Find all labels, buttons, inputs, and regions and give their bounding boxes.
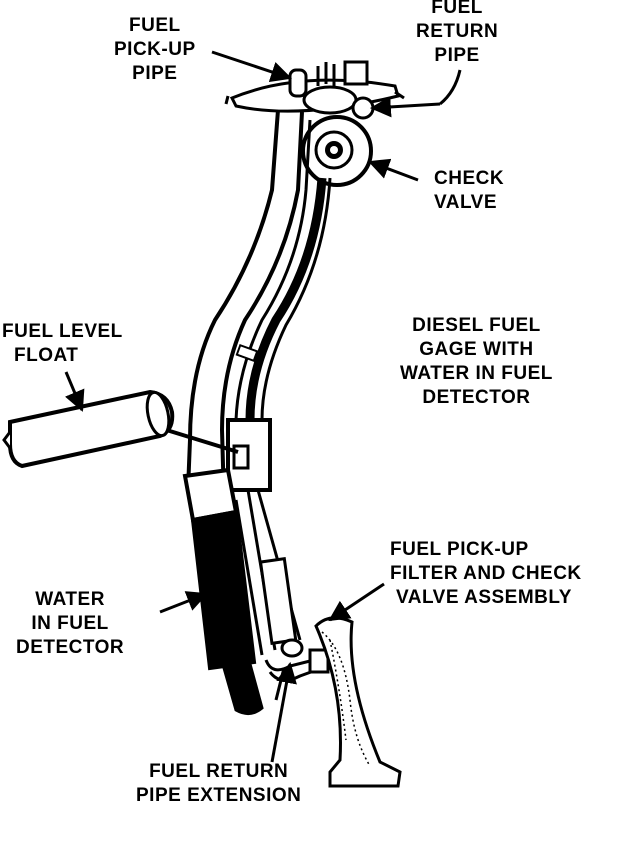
- label-check-valve: CHECK VALVE: [434, 167, 504, 215]
- label-line: PIPE: [434, 45, 480, 66]
- fuel-tube-assembly: [186, 109, 332, 501]
- label-water-detector: WATER IN FUEL DETECTOR: [16, 588, 124, 660]
- label-return-extension: FUEL RETURN PIPE EXTENSION: [136, 760, 301, 808]
- fuel-level-float: [2, 389, 175, 469]
- label-line: FUEL RETURN: [149, 761, 289, 782]
- label-line: FUEL LEVEL: [2, 321, 123, 342]
- float-arm: [159, 426, 239, 454]
- sender-housing: [226, 418, 272, 492]
- label-line: DIESEL FUEL: [412, 315, 541, 336]
- label-line: WATER: [35, 589, 105, 610]
- label-line: DETECTOR: [422, 387, 531, 408]
- label-line: DETECTOR: [16, 637, 125, 658]
- label-line: VALVE ASSEMBLY: [396, 587, 572, 608]
- label-fuel-return-pipe: FUEL RETURN PIPE: [416, 0, 498, 68]
- label-line: WATER IN FUEL: [400, 363, 553, 384]
- label-line: PIPE: [132, 63, 178, 84]
- label-line: FLOAT: [14, 345, 79, 366]
- label-line: VALVE: [434, 192, 498, 213]
- label-line: PICK-UP: [114, 39, 196, 60]
- fuel-pickup-filter: [308, 616, 402, 788]
- label-fuel-pickup-pipe: FUEL PICK-UP PIPE: [114, 14, 196, 86]
- label-line: FILTER AND CHECK: [390, 563, 582, 584]
- water-in-fuel-detector: [182, 467, 264, 715]
- label-line: GAGE WITH: [419, 339, 534, 360]
- tube-clip: [235, 343, 259, 363]
- label-line: CHECK: [434, 168, 505, 189]
- label-line: PIPE EXTENSION: [136, 785, 302, 806]
- label-fuel-level-float: FUEL LEVEL FLOAT: [2, 320, 123, 368]
- label-line: RETURN: [416, 21, 499, 42]
- label-line: FUEL PICK-UP: [390, 539, 529, 560]
- leader-lines: [64, 50, 462, 763]
- label-filter-assembly: FUEL PICK-UP FILTER AND CHECK VALVE ASSE…: [390, 538, 582, 610]
- check-valve: [301, 115, 373, 187]
- label-line: FUEL: [129, 15, 181, 36]
- label-line: IN FUEL: [31, 613, 109, 634]
- mounting-flange: [224, 60, 405, 120]
- label-diesel-fuel-gage: DIESEL FUEL GAGE WITH WATER IN FUEL DETE…: [400, 314, 553, 410]
- label-line: FUEL: [431, 0, 483, 18]
